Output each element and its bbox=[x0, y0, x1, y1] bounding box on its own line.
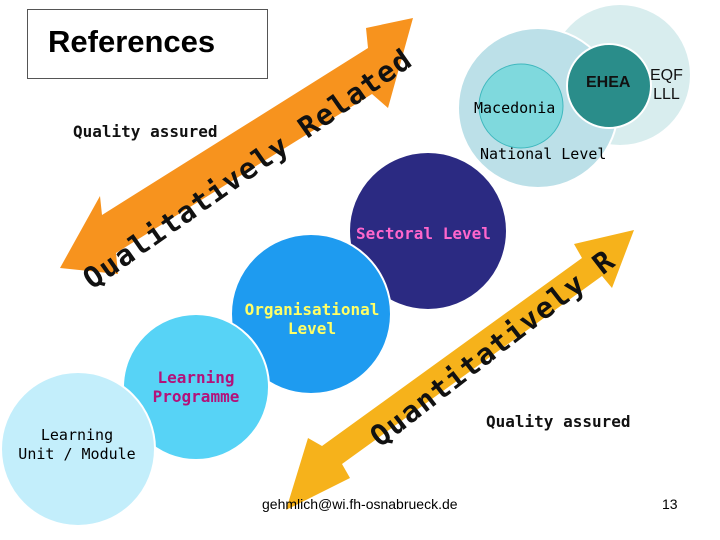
lower-quality-label: Quality assured bbox=[486, 412, 631, 431]
page-number: 13 bbox=[662, 496, 678, 512]
ehea-label: EHEA bbox=[586, 74, 631, 91]
sectoral-level-circle bbox=[348, 151, 508, 311]
national-level-label: National Level bbox=[480, 145, 607, 163]
organisational-level-circle bbox=[230, 233, 392, 395]
footer-email: gehmlich@wi.fh-osnabrueck.de bbox=[262, 496, 458, 512]
sectoral-level-label: Sectoral Level bbox=[356, 224, 491, 243]
learning-unit-label: Learning Unit / Module bbox=[18, 426, 136, 463]
ehea-circle bbox=[566, 43, 652, 129]
learning-programme-label: Learning Programme bbox=[152, 368, 240, 406]
lower-gold-arrow bbox=[286, 230, 634, 510]
title-box bbox=[27, 9, 268, 79]
slide-title: References bbox=[48, 24, 216, 59]
eqf-label: EQF LLL bbox=[650, 67, 683, 103]
macedonia-label: Macedonia bbox=[474, 99, 556, 117]
upper-orange-arrow bbox=[60, 18, 413, 274]
learning-unit-circle bbox=[0, 371, 156, 527]
macedonia-circle bbox=[478, 63, 564, 149]
upper-quality-label: Quality assured bbox=[73, 122, 218, 141]
organisational-level-label: Organisational Level bbox=[244, 300, 380, 338]
